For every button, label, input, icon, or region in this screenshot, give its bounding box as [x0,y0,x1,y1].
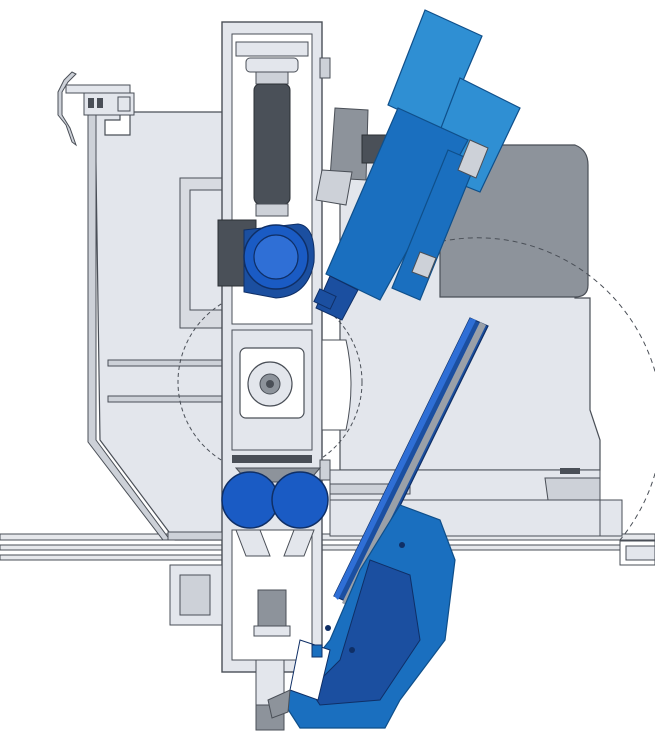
lower-guide-plate [267,504,456,729]
upper-blue-roller [217,219,315,299]
lower-twin-rollers [221,467,329,557]
upper-roller-shaft [245,57,299,217]
base-rail [0,533,655,566]
diagonal-blade [333,317,489,606]
top-left-bracket [57,71,135,147]
left-housing [87,99,241,541]
lower-left-bracket [167,531,223,626]
swing-arc [177,237,655,541]
clamp-block [315,107,387,206]
upper-blue-arm [313,9,521,321]
